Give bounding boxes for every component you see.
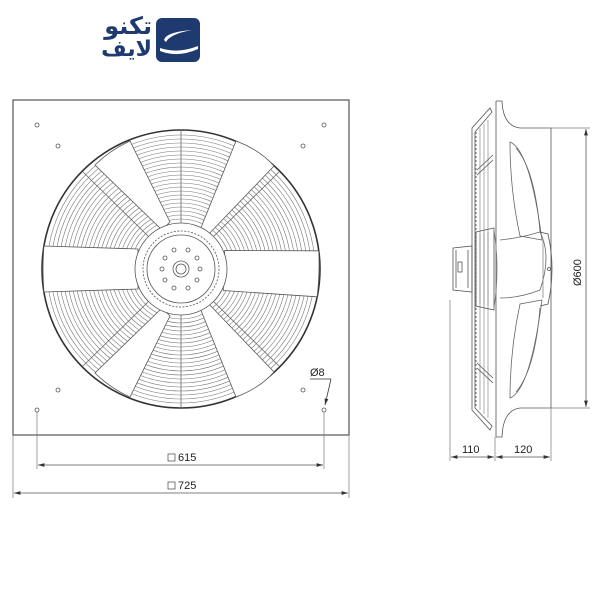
dimension-600: Ø600 [551, 127, 590, 409]
brand-name-line1: تکنو [104, 12, 152, 40]
depth-front-label: 110 [462, 444, 480, 456]
diameter-label: Ø600 [572, 259, 584, 286]
plate-width-label: 725 [178, 480, 196, 492]
side-motor [475, 227, 553, 311]
side-view [452, 100, 553, 438]
brand-name: تکنو لایف [101, 14, 152, 62]
fan-blades [42, 140, 320, 398]
dimension-615: 615 [36, 412, 325, 469]
hole-dimension-label: Ø8 [310, 367, 325, 379]
hole-callout: Ø8 [310, 367, 332, 406]
hole-pitch-label: 615 [178, 452, 196, 464]
dimension-725: 725 [12, 435, 350, 498]
side-blades [499, 141, 547, 399]
side-flange [495, 100, 552, 438]
dimension-110-120: 110 120 [449, 300, 552, 461]
front-view: Ø8 615 725 [12, 99, 350, 498]
fan-hub [134, 222, 228, 316]
depth-rear-label: 120 [514, 444, 532, 456]
fan-guard [41, 129, 321, 409]
brand-name-line2: لایف [101, 37, 152, 62]
mounting-plate [12, 99, 350, 436]
mounting-holes [34, 122, 327, 413]
swoosh-square-icon [156, 18, 200, 62]
brand-logo: تکنو لایف [40, 8, 200, 68]
side-guard [471, 107, 494, 431]
side-terminal-box [452, 245, 473, 293]
